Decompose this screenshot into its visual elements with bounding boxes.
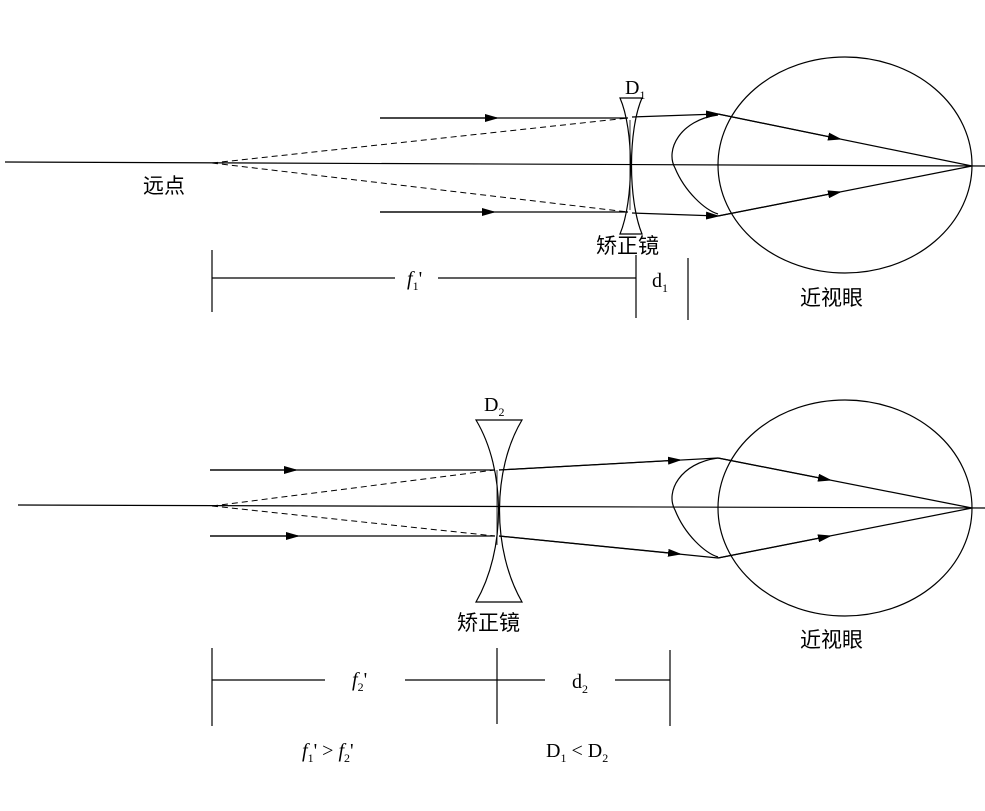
bottom-ray-mid-upper-arrow [498,456,682,471]
top-eye-label: 近视眼 [800,286,863,310]
bottom-virtual-ray-lower [211,505,496,537]
far-point-label: 远点 [143,174,185,198]
bottom-optical-axis [17,504,985,509]
bottom-ray-eye-upper-arrow [717,457,832,482]
bottom-diagram: D2 矫正镜 近视眼 f2' d2 f1' > f2' D1 < D2 [17,394,985,765]
top-concave-lens [619,97,643,235]
top-ray-eye-upper-arrow [717,113,842,141]
top-ray-eye-lower-arrow [717,190,842,217]
top-eye-globe [717,56,973,274]
top-ray-mid-upper [631,110,720,119]
bottom-corrector-label: 矫正镜 [457,611,520,635]
bottom-distance-label: d2 [572,671,588,696]
top-focal-label: f1' [407,268,422,293]
top-diagram: 远点 D1 矫正镜 近视眼 f1' d1 [4,56,985,320]
power-relation: D1 < D2 [546,740,608,765]
top-optical-axis [4,161,985,167]
bottom-eye-cornea [671,457,719,558]
focal-relation: f1' > f2' [302,740,354,765]
bottom-concave-lens [474,419,524,603]
top-virtual-ray-lower [211,162,629,213]
bottom-ray-eye-lower-arrow [717,534,832,559]
top-virtual-ray-upper [211,117,629,164]
bottom-ray-mid-lower-arrow [498,535,682,557]
top-ray-mid-lower [631,211,720,220]
top-corrector-label: 矫正镜 [596,234,659,258]
top-lens-label: D1 [625,77,645,102]
bottom-lens-label: D2 [484,394,504,419]
top-eye-cornea [671,114,719,215]
bottom-focal-label: f2' [352,669,367,694]
top-distance-label: d1 [652,270,668,295]
bottom-virtual-ray-upper [211,469,496,507]
bottom-eye-label: 近视眼 [800,628,863,652]
